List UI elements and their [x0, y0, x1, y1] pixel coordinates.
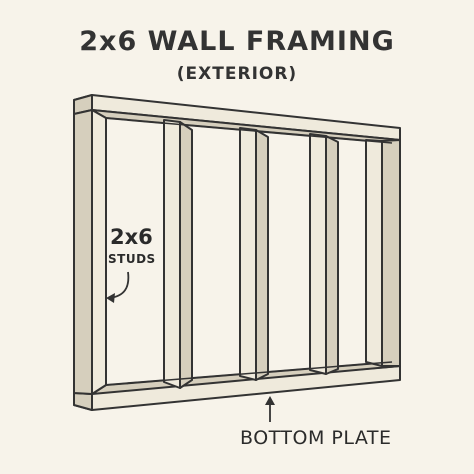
bottom-plate-label: BOTTOM PLATE — [240, 427, 392, 449]
diagram-subtitle: (EXTERIOR) — [176, 64, 298, 84]
stud-2 — [163, 119, 193, 389]
studs-callout-arrow — [109, 271, 130, 299]
studs-size-label: 2x6 — [110, 225, 153, 249]
stud-end-right — [365, 139, 401, 367]
stud-4 — [309, 133, 339, 375]
stud-3 — [239, 127, 269, 381]
studs-arrowhead — [106, 293, 115, 303]
stud-end-left — [73, 109, 107, 395]
diagram-title: 2x6 WALL FRAMING — [79, 26, 395, 57]
bottom-plate-arrowhead — [265, 396, 275, 405]
studs-label: STUDS — [108, 252, 156, 266]
bottom-plate — [73, 361, 401, 411]
